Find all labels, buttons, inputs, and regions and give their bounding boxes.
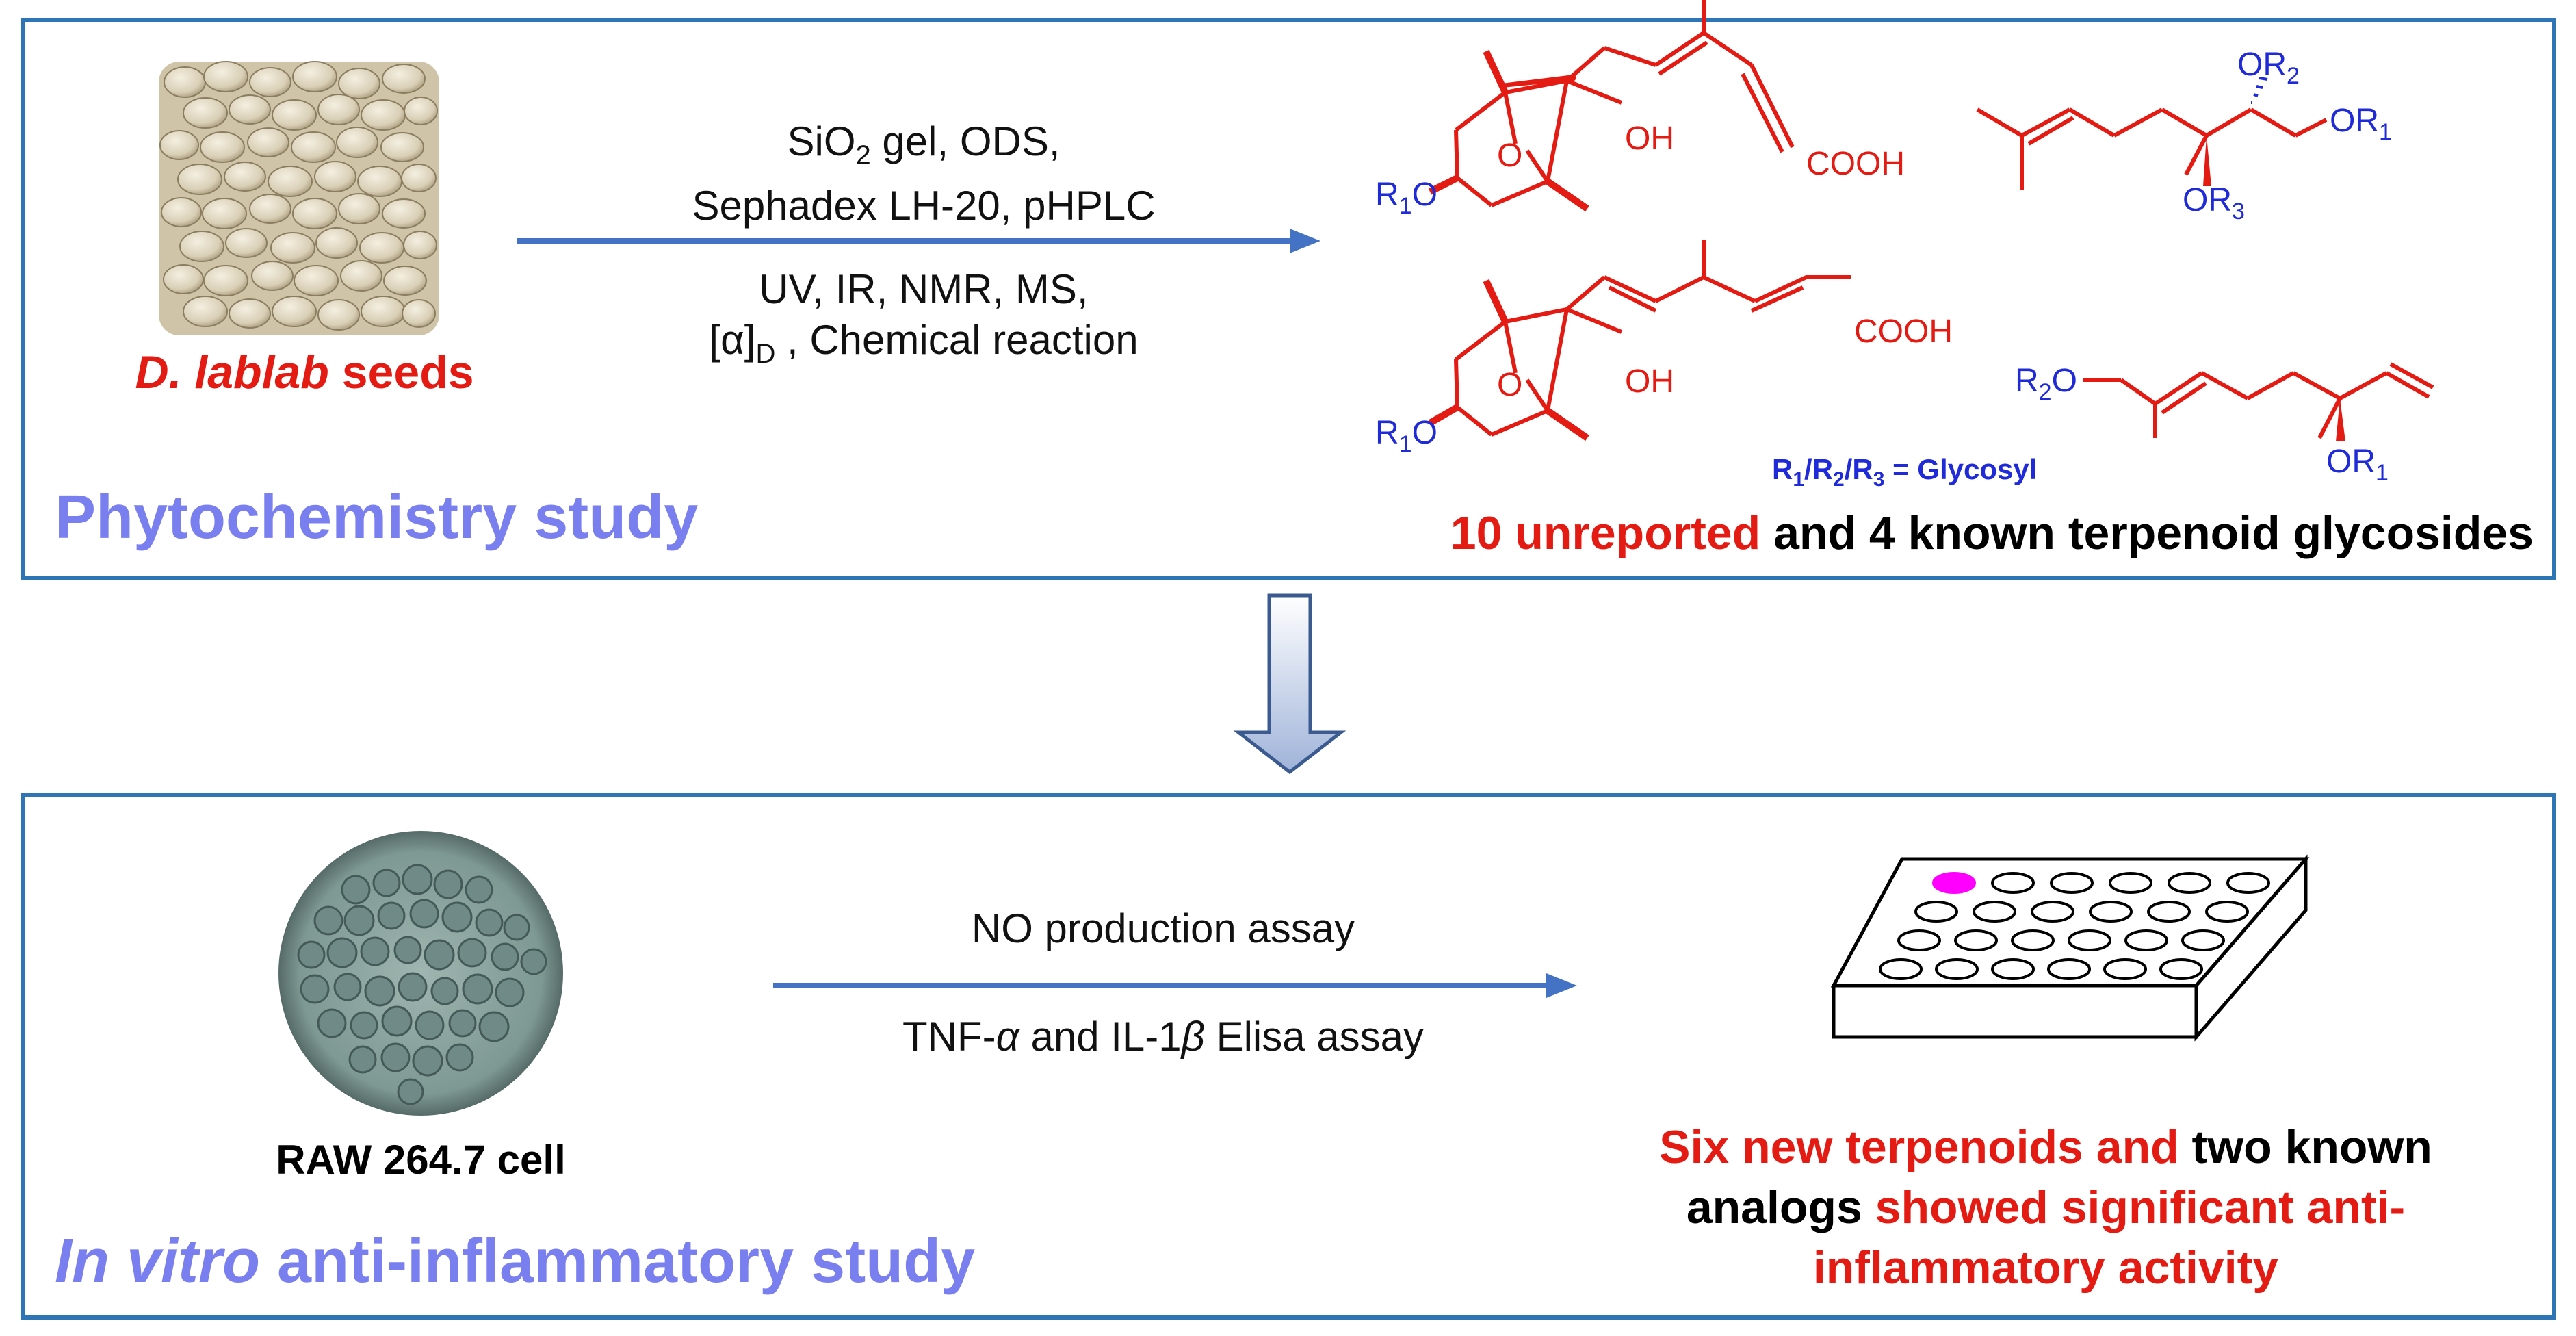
chem-oh-1: OH	[1625, 120, 1674, 157]
well-plate	[1830, 854, 2310, 1042]
chem-oh-2: OH	[1625, 363, 1674, 400]
elucidation-line-1: UV, IR, NMR, MS,	[759, 266, 1089, 312]
elucidation-line-2: [α]D , Chemical reaction	[709, 317, 1139, 369]
elucidation-methods: UV, IR, NMR, MS, [α]D , Chemical reactio…	[582, 264, 1266, 379]
anti-inflammatory-title: In vitro anti-inflammatory study	[55, 1227, 976, 1296]
isolation-line-2: Sephadex LH-20, pHPLC	[692, 183, 1156, 229]
phytochemistry-title: Phytochemistry study	[55, 483, 699, 552]
flow-down-arrow	[1233, 593, 1346, 775]
chem-o-bridge-2: O	[1497, 367, 1522, 403]
assay-arrow	[773, 973, 1577, 998]
chem-o-bridge-1: O	[1497, 138, 1522, 174]
svg-text:R1/R2/R3 = Glycosyl: R1/R2/R3 = Glycosyl	[1772, 453, 2037, 491]
chem-r1o-1: R1O	[1375, 177, 1437, 219]
chem-or1-2: OR1	[2326, 444, 2389, 486]
glycosyl-note: R1/R2/R3 = Glycosyl	[1772, 453, 2037, 491]
structure-acyclic-1	[1976, 107, 2328, 190]
isolation-methods: SiO2 gel, ODS, Sephadex LH-20, pHPLC	[582, 116, 1266, 231]
source-label: D. lablab seeds	[106, 346, 503, 399]
hash-bond-1	[2251, 77, 2268, 104]
wedge-bond-2	[2336, 398, 2345, 441]
chem-r2o: R2O	[2015, 363, 2077, 405]
chem-r1o-2: R1O	[1375, 415, 1437, 457]
highlighted-well	[1932, 872, 1976, 894]
assay-line-1: NO production assay	[971, 905, 1355, 951]
chem-cooh-1: COOH	[1806, 146, 1905, 182]
svg-text:R1O: R1O	[1375, 415, 1437, 457]
chem-cooh-2: COOH	[1854, 313, 1953, 350]
isolation-arrow	[517, 229, 1320, 253]
chem-or2-1: OR2	[2237, 47, 2300, 89]
isolation-line-1: SiO2 gel, ODS,	[787, 118, 1061, 170]
source-label-italic: D. lablab	[135, 346, 329, 398]
assay-line-2: TNF-α and IL-1β Elisa assay	[902, 1014, 1424, 1059]
cell-label: RAW 264.7 cell	[276, 1137, 566, 1183]
anti-inflammatory-panel	[21, 793, 2556, 1320]
phytochemistry-panel	[21, 18, 2556, 580]
structure-megastigmane-1	[1428, 0, 1795, 212]
chem-or3-1: OR3	[2183, 182, 2245, 224]
svg-text:R1O: R1O	[1375, 177, 1437, 219]
cell-micrograph	[278, 831, 563, 1116]
conclusion: Six new terpenoids and two known analogs…	[1659, 1121, 2432, 1294]
seeds-image	[159, 61, 439, 335]
structure-megastigmane-2	[1428, 240, 1851, 441]
chem-or1-1: OR1	[2330, 103, 2392, 145]
isolation-result: 10 unreported and 4 known terpenoid glyc…	[1450, 507, 2534, 559]
source-label-rest: seeds	[328, 346, 474, 398]
structure-acyclic-2	[2083, 362, 2434, 439]
wedge-bond-1	[2203, 136, 2211, 186]
